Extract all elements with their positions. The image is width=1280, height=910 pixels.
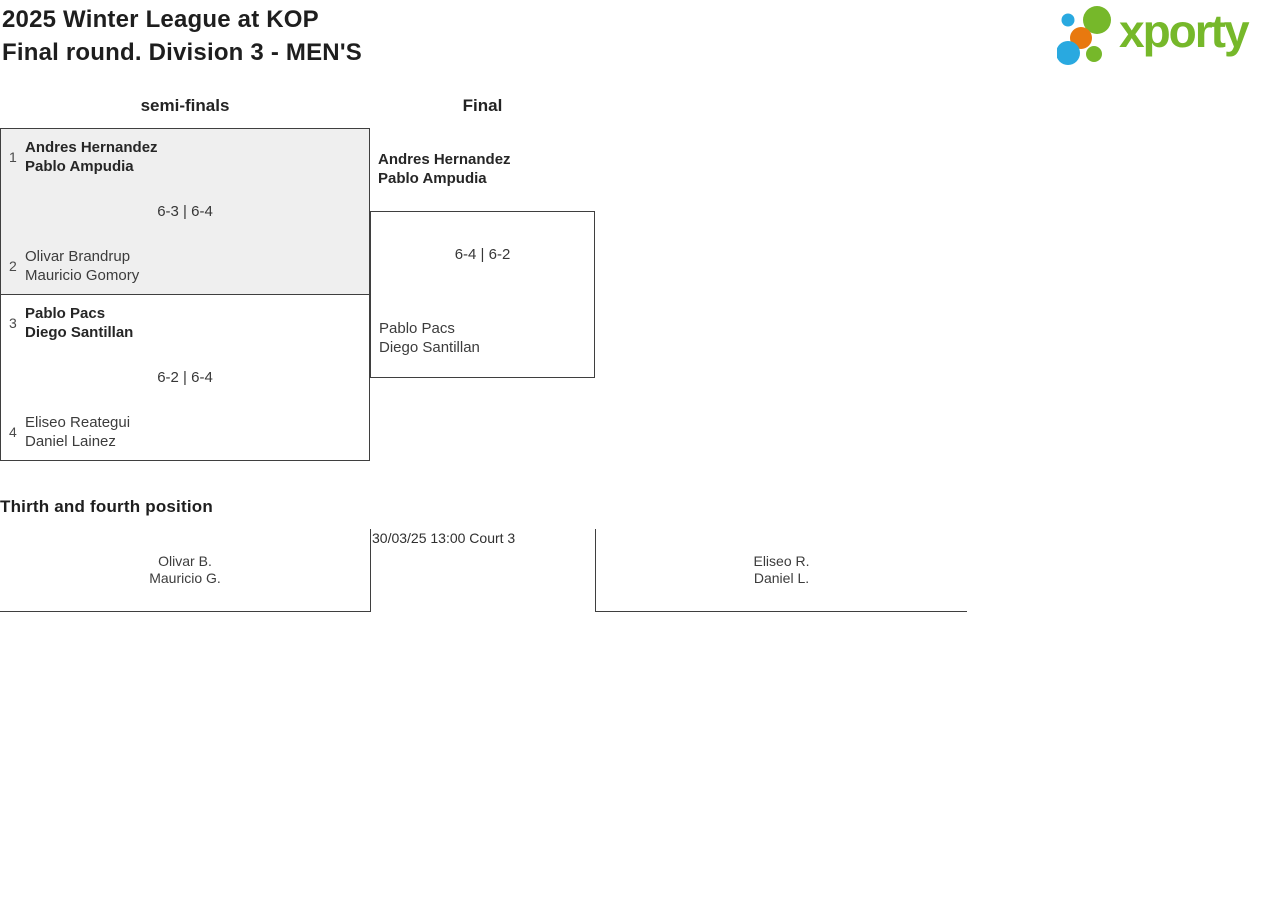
third-place-team-1-box[interactable]: Olivar B. Mauricio G. bbox=[0, 529, 371, 612]
seed-number: 2 bbox=[9, 258, 17, 274]
semifinal-1-match-box[interactable]: 1 Andres Hernandez Pablo Ampudia 6-3 | 6… bbox=[0, 128, 370, 295]
team-players: Eliseo Reategui Daniel Lainez bbox=[25, 413, 130, 451]
semifinal-1-team-2: 2 Olivar Brandrup Mauricio Gomory bbox=[1, 247, 369, 285]
third-place-team-2-box[interactable]: Eliseo R. Daniel L. bbox=[595, 529, 967, 612]
semifinal-2-match-box[interactable]: 3 Pablo Pacs Diego Santillan 6-2 | 6-4 4… bbox=[0, 294, 370, 461]
player-name: Pablo Pacs bbox=[379, 320, 455, 337]
final-score: 6-4 | 6-2 bbox=[454, 246, 511, 263]
third-place-match-info: 30/03/25 13:00 Court 3 bbox=[372, 530, 516, 546]
player-name: Andres Hernandez bbox=[378, 151, 511, 168]
round-header-semifinals: semi-finals bbox=[140, 96, 230, 115]
player-name: Olivar Brandrup bbox=[25, 248, 131, 265]
seed-number: 3 bbox=[9, 315, 17, 331]
player-name: Eliseo R. bbox=[753, 553, 810, 569]
semifinal-2-team-2: 4 Eliseo Reategui Daniel Lainez bbox=[1, 413, 369, 451]
semifinal-1-team-1: 1 Andres Hernandez Pablo Ampudia bbox=[1, 138, 369, 176]
final-match-box[interactable]: 6-4 | 6-2 Pablo Pacs Diego Santillan bbox=[370, 211, 595, 378]
team-players: Andres Hernandez Pablo Ampudia bbox=[25, 138, 158, 176]
team-players: Olivar Brandrup Mauricio Gomory bbox=[25, 247, 139, 285]
logo-wordmark: xporty bbox=[1119, 5, 1250, 57]
final-team-2: Pablo Pacs Diego Santillan bbox=[379, 319, 480, 357]
seed-number: 1 bbox=[9, 149, 17, 165]
semifinal-2-score: 6-2 | 6-4 bbox=[157, 369, 213, 386]
semifinal-1-score: 6-3 | 6-4 bbox=[157, 203, 213, 220]
player-name: Andres Hernandez bbox=[25, 139, 158, 156]
player-name: Pablo Ampudia bbox=[25, 158, 134, 175]
tournament-title: 2025 Winter League at KOP bbox=[2, 6, 319, 33]
page-title: 2025 Winter League at KOP Final round. D… bbox=[2, 3, 362, 69]
player-name: Daniel L. bbox=[753, 570, 810, 586]
player-name: Diego Santillan bbox=[379, 339, 480, 356]
round-division-subtitle: Final round. Division 3 - MEN'S bbox=[2, 39, 362, 66]
third-place-heading: Thirth and fourth position bbox=[0, 497, 213, 516]
logo-dots-icon bbox=[1057, 6, 1111, 65]
player-name: Mauricio G. bbox=[149, 570, 221, 586]
round-header-final: Final bbox=[462, 96, 503, 115]
xporty-logo[interactable]: xporty bbox=[1057, 4, 1273, 66]
player-name: Pablo Pacs bbox=[25, 305, 106, 322]
player-name: Daniel Lainez bbox=[25, 433, 116, 450]
player-name: Eliseo Reategui bbox=[25, 414, 131, 431]
seed-number: 4 bbox=[9, 424, 17, 440]
player-name: Diego Santillan bbox=[25, 324, 134, 341]
team-players: Pablo Pacs Diego Santillan bbox=[25, 304, 133, 342]
semifinal-2-team-1: 3 Pablo Pacs Diego Santillan bbox=[1, 304, 369, 342]
player-name: Mauricio Gomory bbox=[25, 267, 140, 284]
player-name: Olivar B. bbox=[158, 553, 212, 569]
final-team-1: Andres Hernandez Pablo Ampudia bbox=[378, 150, 511, 188]
player-name: Pablo Ampudia bbox=[378, 170, 487, 187]
